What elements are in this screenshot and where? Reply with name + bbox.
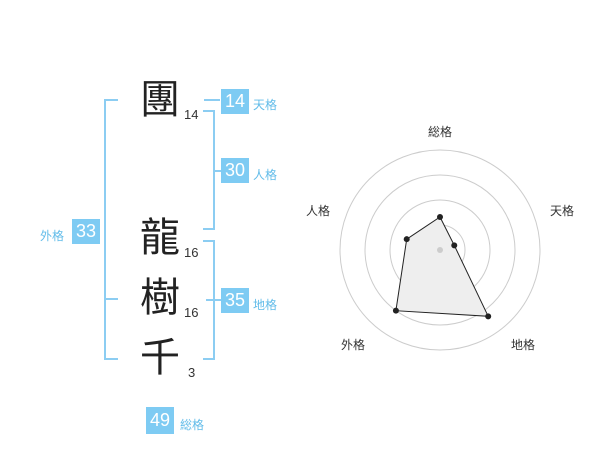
name-char-3: 樹 (140, 275, 180, 321)
gaikaku-badge: 33 (72, 219, 100, 244)
chikaku-bracket-top (203, 240, 215, 242)
jinkaku-badge: 30 (221, 158, 249, 183)
radar-label-chikaku: 地格 (511, 338, 536, 352)
jinkaku-connector (213, 170, 221, 172)
gaikaku-bracket-vertical (104, 99, 106, 360)
radar-point-1 (451, 242, 458, 249)
jinkaku-label: 人格 (253, 168, 278, 182)
jinkaku-bracket-top (203, 110, 215, 112)
gaikaku-bracket-mid (104, 298, 118, 300)
jinkaku-bracket-bottom (203, 228, 215, 230)
stroke-count-4: 3 (188, 365, 196, 380)
radar-point-2 (485, 313, 492, 320)
radar-ring (339, 149, 541, 351)
name-char-4: 千 (140, 335, 180, 381)
tenkaku-connector (204, 99, 220, 101)
gaikaku-bracket-bottom (104, 358, 118, 360)
stroke-count-3: 16 (184, 305, 199, 320)
radar-center-dot (437, 247, 443, 253)
chikaku-label: 地格 (253, 298, 278, 312)
radar-ring (389, 199, 491, 301)
radar-point-0 (437, 214, 443, 220)
soukaku-label: 総格 (180, 418, 205, 432)
radar-point-3 (392, 307, 399, 314)
chikaku-bracket-bottom (203, 358, 215, 360)
radar-point-4 (403, 236, 410, 243)
name-char-1: 團 (140, 77, 180, 123)
radar-label-jinkaku: 人格 (306, 204, 331, 218)
radar-label-soukaku: 総格 (428, 125, 453, 139)
radar-label-gaikaku: 外格 (341, 338, 366, 352)
radar-label-tenkaku: 天格 (550, 204, 575, 218)
soukaku-badge: 49 (146, 407, 174, 434)
radar-polygon (395, 216, 490, 317)
radar-ring (414, 224, 466, 276)
chikaku-connector (206, 299, 221, 301)
name-char-2: 龍 (140, 215, 180, 261)
stroke-count-2: 16 (184, 245, 199, 260)
chikaku-badge: 35 (221, 288, 249, 313)
radar-ring (364, 174, 516, 326)
gaikaku-label: 外格 (40, 229, 65, 243)
tenkaku-badge: 14 (221, 89, 249, 114)
gaikaku-bracket-top (104, 99, 118, 101)
stroke-count-1: 14 (184, 107, 199, 122)
tenkaku-label: 天格 (253, 98, 278, 112)
